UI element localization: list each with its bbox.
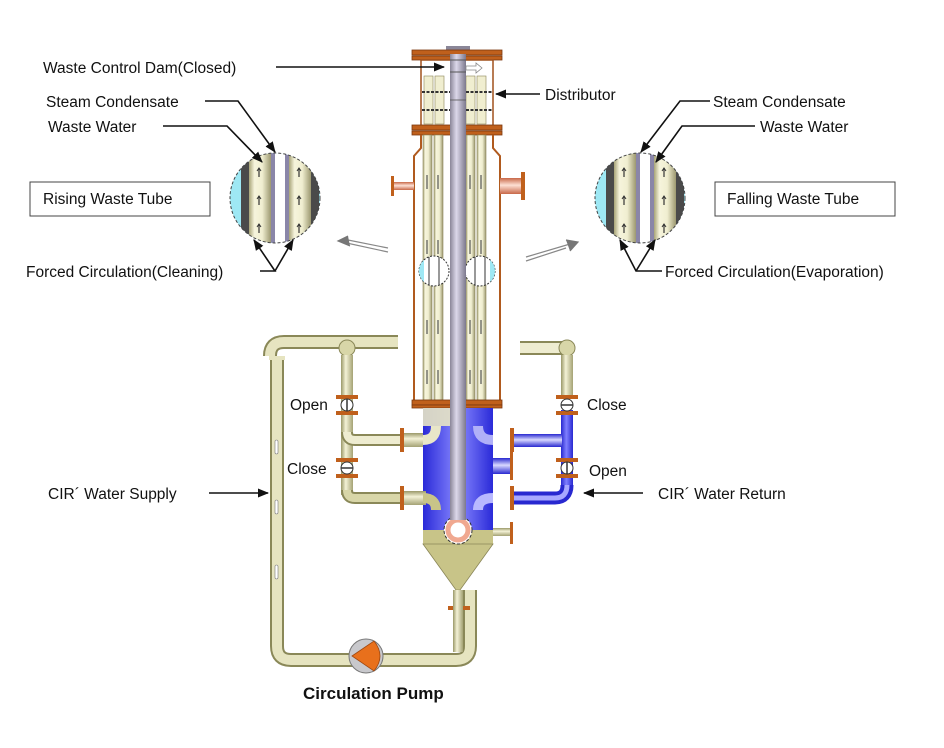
- distributor-tube: [423, 75, 434, 125]
- label-cir-water-supply: CIR´ Water Supply: [48, 486, 177, 503]
- return-piping: [473, 339, 578, 511]
- return-upper-branch: [512, 434, 562, 447]
- supply-loop-joint: [269, 356, 285, 360]
- lower-chamber-highlight: [423, 408, 457, 426]
- label-falling-waste-tube: Falling Waste Tube: [727, 191, 859, 208]
- detail-pointer-left: [336, 235, 389, 253]
- column-shell: [413, 135, 501, 402]
- upper-branch-pipe: [343, 431, 400, 444]
- sump-cone: [422, 543, 494, 591]
- distributor-tube: [434, 75, 445, 125]
- leader-cleaning-a: [253, 239, 277, 272]
- label-valve-left-bottom: Close: [287, 461, 327, 478]
- distributor-tubes: [422, 75, 492, 125]
- circulation-pump-icon[interactable]: [348, 638, 384, 674]
- label-valve-right-bottom: Open: [589, 463, 627, 480]
- arrowhead-icon: [661, 167, 667, 172]
- leader-lines: [163, 62, 755, 498]
- upper-branch-flange: [400, 428, 404, 452]
- lower-branch-inlet: [400, 491, 426, 505]
- dam-flow-arrow-icon: [465, 62, 483, 74]
- label-cir-water-return: CIR´ Water Return: [658, 486, 786, 503]
- label-right-steam-condensate: Steam Condensate: [713, 94, 846, 111]
- leader-left-waste-water: [163, 125, 263, 163]
- label-valve-right-top: Close: [587, 397, 627, 414]
- cone-outlet-pipe: [453, 590, 463, 652]
- return-lower-flange: [510, 486, 514, 510]
- return-lower-branch-pipe: [512, 484, 570, 501]
- label-left-steam-condensate: Steam Condensate: [46, 94, 179, 111]
- label-waste-control-dam: Waste Control Dam(Closed): [43, 60, 236, 77]
- valve-left-top[interactable]: [336, 395, 358, 415]
- label-forced-circulation-evaporation: Forced Circulation(Evaporation): [665, 264, 884, 281]
- return-upper-elbow: [473, 425, 494, 445]
- upper-branch-elbow: [422, 425, 441, 445]
- flow-mark: [274, 439, 279, 455]
- label-valve-left-top: Open: [290, 397, 328, 414]
- leader-evaporation-b: [635, 239, 656, 272]
- pipe-tee: [338, 339, 356, 357]
- rising-waste-tube-box: [29, 181, 211, 217]
- falling-waste-tube-box: [714, 181, 896, 217]
- arrowhead-icon: [296, 195, 302, 200]
- distributor-tube: [476, 75, 487, 125]
- label-forced-circulation-cleaning: Forced Circulation(Cleaning): [26, 264, 223, 281]
- arrowhead-icon: [661, 223, 667, 228]
- arrowhead-icon: [256, 167, 262, 172]
- leader-left-steam-condensate: [205, 100, 276, 153]
- valve-left-bottom[interactable]: [336, 458, 358, 478]
- leader-right-waste-water: [655, 125, 755, 163]
- falling-tube-detail: [594, 152, 686, 244]
- lower-branch-elbow: [422, 493, 441, 511]
- leader-right-steam-condensate: [640, 100, 710, 153]
- supply-header-pipe: [265, 337, 398, 357]
- label-circulation-pump: Circulation Pump: [303, 684, 444, 703]
- arrowhead-icon: [296, 167, 302, 172]
- arrowhead-icon: [621, 223, 627, 228]
- sump-nozzle-right: [493, 522, 513, 544]
- distributor-tube: [465, 75, 476, 125]
- label-right-waste-water: Waste Water: [760, 119, 848, 136]
- chamber-nozzle-mid-right: [493, 452, 513, 480]
- valve-right-bottom[interactable]: [556, 458, 578, 478]
- return-lower-elbow: [473, 493, 494, 511]
- ring-distributor: [443, 515, 473, 545]
- flow-mark: [274, 499, 279, 515]
- label-left-waste-water: Waste Water: [48, 119, 136, 136]
- central-shaft: [450, 54, 466, 520]
- arrowhead-icon: [621, 167, 627, 172]
- label-distributor: Distributor: [545, 87, 616, 104]
- valve-right-top[interactable]: [556, 395, 578, 415]
- detail-pointer-right: [525, 239, 580, 262]
- lower-branch-flange: [400, 486, 404, 510]
- leader-cleaning-b: [274, 239, 294, 272]
- steam-inlet-nozzle-left: [391, 176, 414, 196]
- rising-tube-detail: [229, 152, 321, 244]
- upper-branch-inlet: [400, 433, 423, 447]
- return-vertical-upper: [561, 355, 573, 395]
- lower-branch-pipe: [343, 489, 400, 502]
- steam-outlet-nozzle-right: [500, 172, 525, 200]
- arrowhead-icon: [256, 223, 262, 228]
- evaporator-column: [391, 46, 525, 591]
- leader-evaporation-a: [619, 239, 662, 272]
- arrowhead-icon: [256, 195, 262, 200]
- arrowhead-icon: [661, 195, 667, 200]
- pipe-tee-right: [558, 339, 576, 357]
- detail-marker-left: [418, 255, 450, 287]
- return-upper-flange: [510, 428, 514, 452]
- label-rising-waste-tube: Rising Waste Tube: [43, 191, 173, 208]
- detail-marker-right: [464, 255, 496, 287]
- arrowhead-icon: [621, 195, 627, 200]
- arrowhead-icon: [296, 223, 302, 228]
- flow-mark: [274, 564, 279, 580]
